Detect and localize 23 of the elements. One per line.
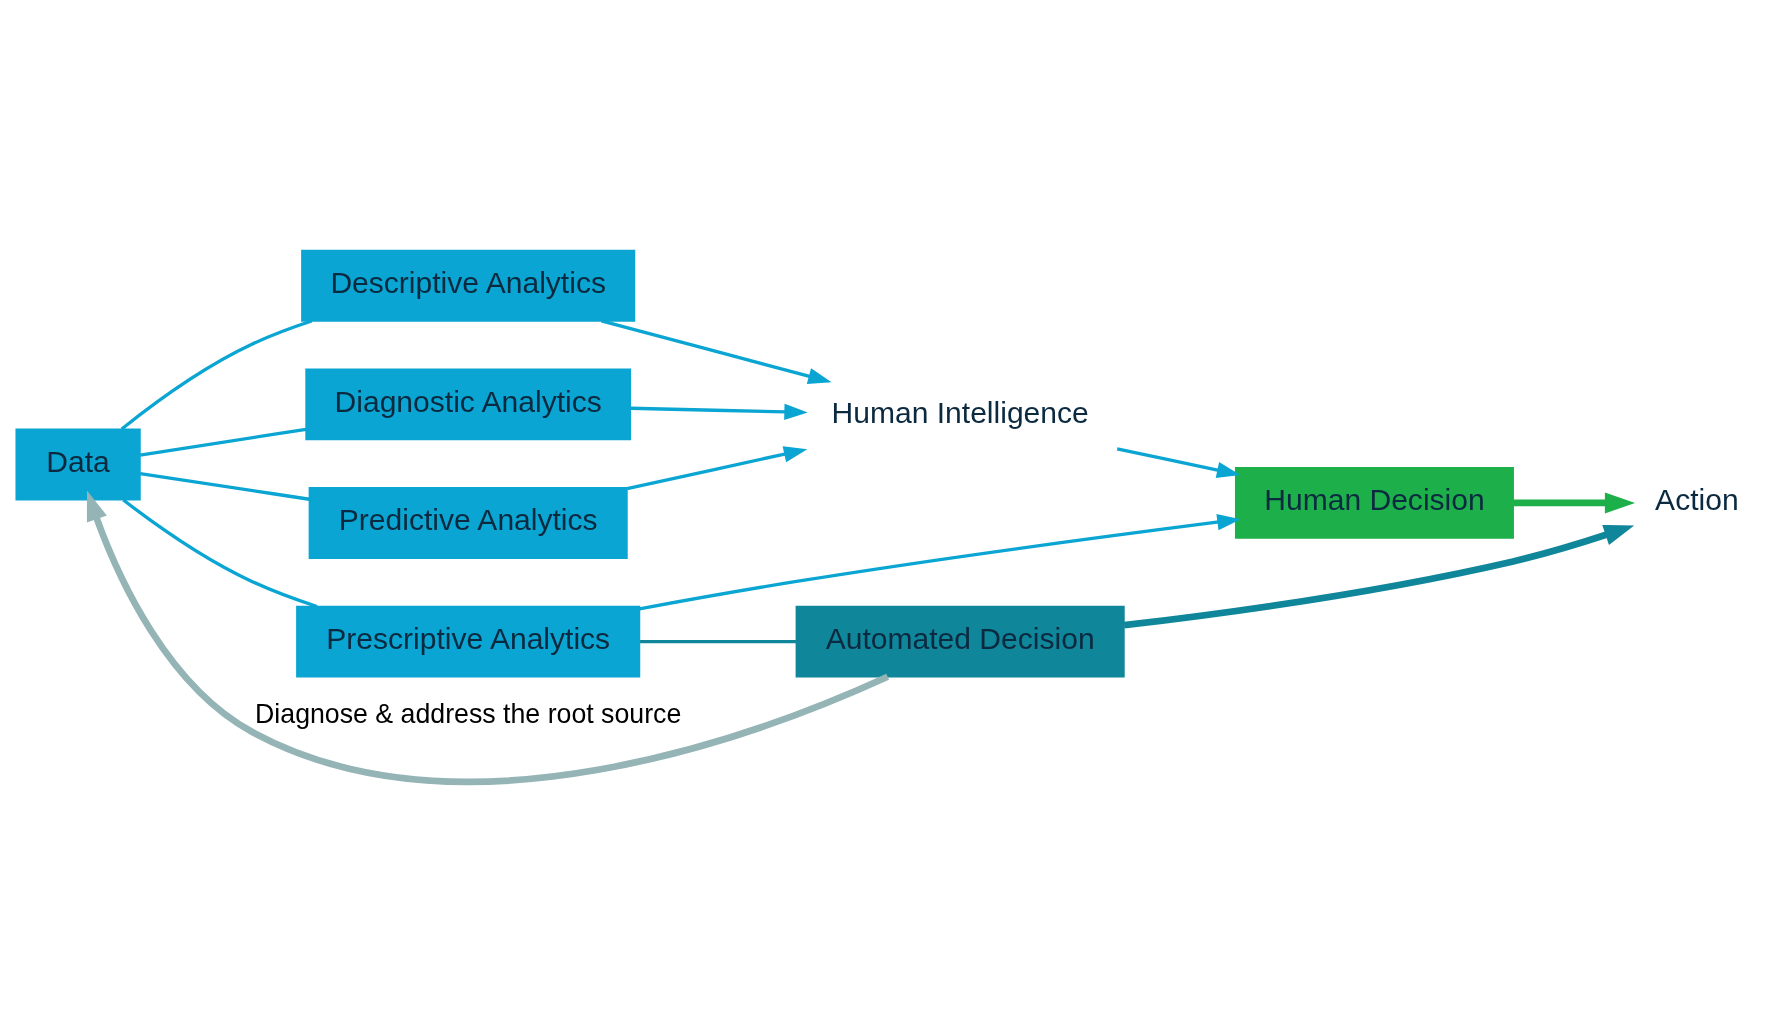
node-box: Human Decision: [1234, 466, 1514, 539]
node-box: Predictive Analytics: [308, 486, 628, 559]
node-text: Human Intelligence: [831, 395, 1089, 429]
arrow: [601, 318, 832, 384]
arrow: [639, 513, 1241, 610]
connector: [139, 471, 310, 501]
node-box: Diagnostic Analytics: [305, 367, 632, 440]
node-box: Descriptive Analytics: [301, 249, 636, 322]
arrow: [1123, 524, 1635, 628]
edge-label: Diagnose & address the root source: [255, 698, 682, 729]
arrow: [1513, 491, 1636, 513]
arrow: [1116, 446, 1241, 478]
node-box: Prescriptive Analytics: [296, 605, 641, 677]
node-box: Data: [15, 428, 141, 500]
connector: [122, 498, 318, 608]
connector: [139, 427, 307, 457]
node-box: Automated Decision: [795, 605, 1125, 677]
node-text: Action: [1655, 482, 1739, 516]
connector: [640, 639, 797, 643]
connector: [120, 318, 313, 430]
arrow: [630, 403, 808, 420]
arrow: [86, 490, 890, 785]
arrow: [626, 445, 808, 490]
